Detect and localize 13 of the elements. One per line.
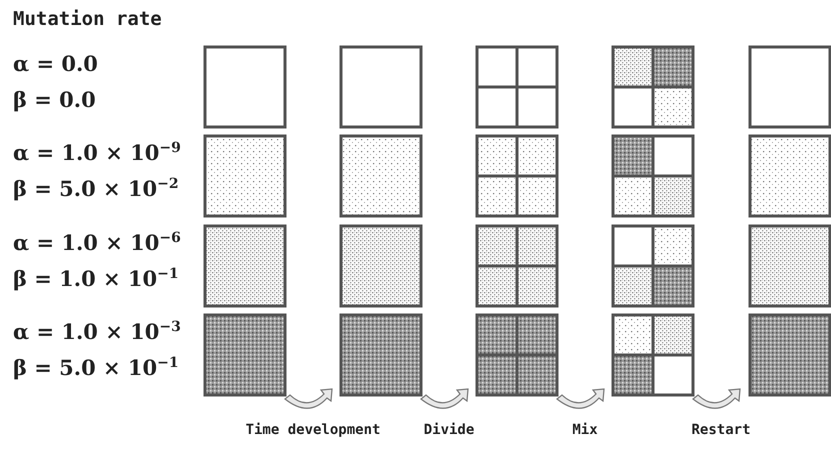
parameter-label: β = 5.0 × 10$^{−1}$ (13, 355, 179, 380)
parameter-label: α = 1.0 × 10$^{−9}$ (13, 140, 181, 165)
parameter-label: α = 0.0 (13, 51, 98, 76)
step-label: Divide (424, 422, 474, 438)
parameter-label: α = 1.0 × 10$^{−6}$ (13, 230, 181, 255)
parameter-label: α = 1.0 × 10$^{−3}$ (13, 319, 181, 344)
step-label: Restart (692, 422, 750, 438)
heading: Mutation rate (13, 8, 162, 30)
step-label: Mix (572, 422, 598, 438)
parameter-label: β = 5.0 × 10$^{−2}$ (13, 176, 179, 201)
parameter-label: β = 1.0 × 10$^{−1}$ (13, 266, 179, 291)
step-label: Time development (246, 422, 380, 438)
parameter-label: β = 0.0 (13, 87, 96, 112)
